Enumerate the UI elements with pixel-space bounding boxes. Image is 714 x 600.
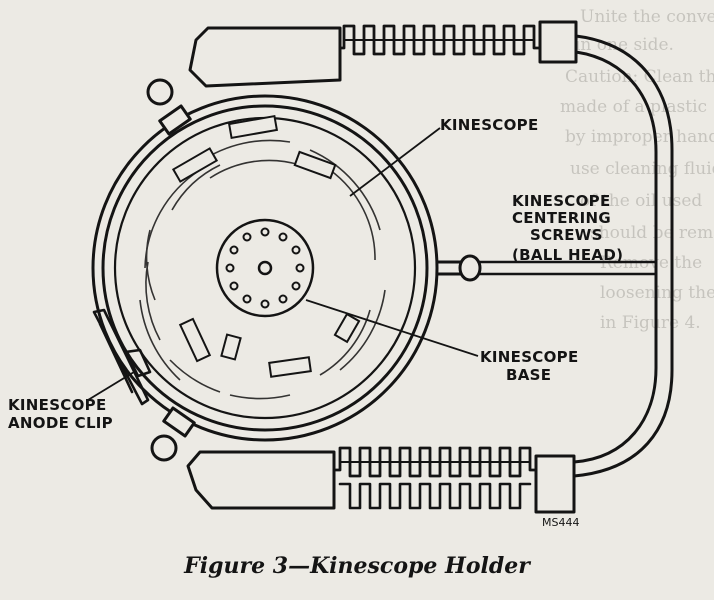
upper-spring-block — [538, 20, 578, 64]
tube-base — [215, 218, 315, 318]
svg-text:KINESCOPE: KINESCOPE — [512, 192, 611, 210]
part-code: MS444 — [542, 516, 579, 529]
svg-text:in Figure 4.: in Figure 4. — [600, 313, 701, 333]
label-kinescope: KINESCOPE — [440, 116, 539, 134]
svg-text:KINESCOPE: KINESCOPE — [480, 348, 579, 366]
leader-kinescope — [349, 127, 441, 197]
bottom-left-screw — [150, 406, 196, 462]
lower-spring — [332, 446, 538, 478]
svg-text:(BALL HEAD): (BALL HEAD) — [512, 246, 623, 264]
label-kinescope-base: KINESCOPE BASE — [480, 348, 579, 384]
leader-base — [305, 299, 479, 357]
label-centering-screws: KINESCOPE CENTERING SCREWS (BALL HEAD) — [512, 192, 623, 264]
anode-clip — [92, 308, 152, 406]
svg-text:use cleaning fluid: use cleaning fluid — [570, 159, 714, 179]
svg-text:ANODE CLIP: ANODE CLIP — [8, 414, 113, 432]
svg-text:Caution: Clean the: Caution: Clean the — [565, 67, 714, 87]
top-left-screw — [146, 78, 192, 136]
lower-spring-row2 — [338, 482, 532, 510]
ball-head-stem — [478, 260, 658, 276]
lower-spring-block — [534, 454, 576, 514]
svg-text:made of a plastic: made of a plastic — [560, 97, 707, 117]
leader-anode — [87, 371, 135, 401]
label-anode-clip: KINESCOPE ANODE CLIP — [8, 396, 113, 432]
svg-text:KINESCOPE: KINESCOPE — [8, 396, 107, 414]
face-reflections — [139, 139, 386, 400]
figure-caption: Figure 3—Kinescope Holder — [184, 553, 530, 579]
upper-spring — [338, 24, 542, 56]
svg-text:SCREWS: SCREWS — [530, 226, 603, 244]
glare-patches — [171, 114, 361, 378]
svg-text:should be removed: should be removed — [590, 223, 714, 243]
svg-text:Unite the convex: Unite the convex — [580, 7, 714, 27]
leader-lines — [87, 127, 479, 401]
outer-rim-inner — [101, 104, 429, 432]
svg-text:by improper handling: by improper handling — [565, 127, 714, 147]
svg-text:BASE: BASE — [506, 366, 551, 384]
svg-text:CENTERING: CENTERING — [512, 209, 611, 227]
inner-band — [572, 50, 658, 464]
lower-bracket — [186, 450, 336, 510]
upper-bracket — [188, 26, 342, 88]
ball-head — [458, 254, 482, 282]
outer-band — [572, 34, 674, 478]
